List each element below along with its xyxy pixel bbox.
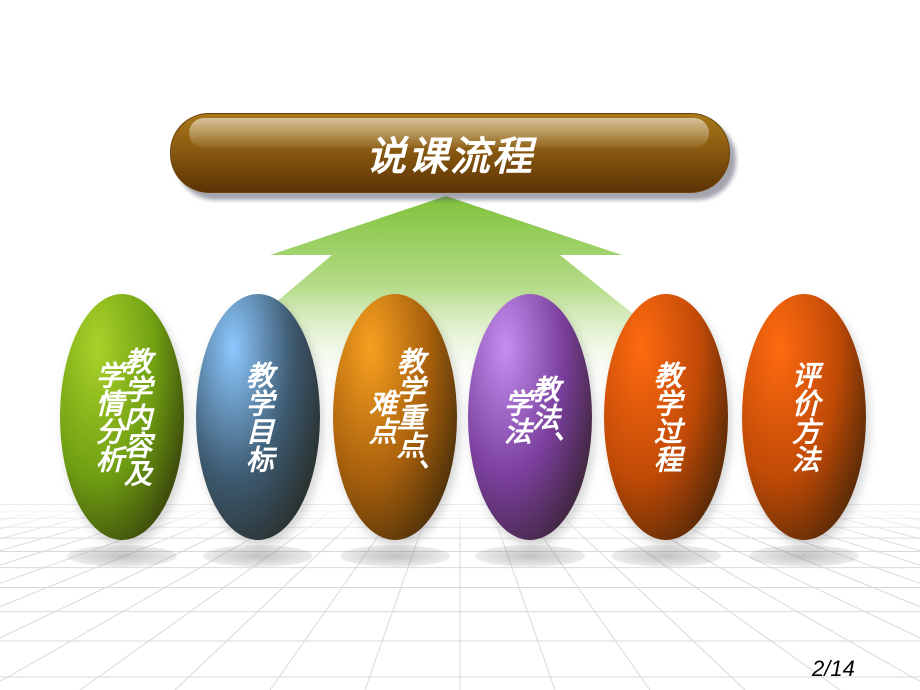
step-label: 评价方法	[742, 294, 866, 540]
step-oval-shadow	[749, 545, 859, 567]
step-label-column: 难点	[365, 389, 398, 445]
step-label-column: 教学重点、	[393, 347, 426, 487]
step-label: 教学内容及学情分析	[60, 294, 184, 540]
step-oval: 评价方法	[742, 294, 866, 540]
step-oval-shadow	[340, 545, 450, 567]
step-oval-shadow	[203, 545, 313, 567]
step-label-column: 教学内容及	[120, 347, 153, 487]
title-banner: 说课流程	[170, 113, 730, 193]
step-label-column: 教学目标	[242, 361, 275, 473]
step-oval-shadow	[611, 545, 721, 567]
step-label-column: 教法、	[528, 375, 561, 459]
step-label: 教学重点、难点	[333, 294, 457, 540]
step-oval: 教学内容及学情分析	[60, 294, 184, 540]
step-label-column: 教学过程	[650, 361, 683, 473]
step-oval: 教法、学法	[468, 294, 592, 540]
step-label: 教学过程	[604, 294, 728, 540]
step-oval-shadow	[67, 545, 177, 567]
step-label: 教学目标	[196, 294, 320, 540]
step-oval-shadow	[475, 545, 585, 567]
step-oval: 教学目标	[196, 294, 320, 540]
step-label-column: 学法	[500, 389, 533, 445]
page-title: 说课流程	[366, 134, 534, 180]
step-label-column: 评价方法	[788, 361, 821, 473]
page-number: 2/14	[812, 656, 855, 681]
title-gloss	[189, 118, 709, 148]
step-label-column: 学情分析	[92, 361, 125, 473]
step-oval: 教学过程	[604, 294, 728, 540]
step-label: 教法、学法	[468, 294, 592, 540]
step-oval: 教学重点、难点	[333, 294, 457, 540]
